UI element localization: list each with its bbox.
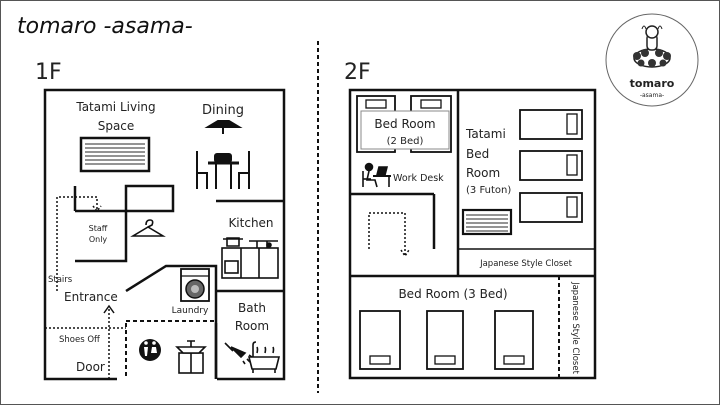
bath-room-label-1: Bath [238,301,266,315]
staff-closet-wall [124,184,175,213]
staff-room-wall [75,209,128,263]
bed-room-2-label-1: Bed Room [374,117,435,131]
floor1-plan: Tatami Living Space Dining Staff Only Ki… [43,88,286,381]
bed-icon-3 [359,310,534,370]
floor1-label: 1F [35,60,62,85]
tatami-bed-room-label-1: Tatami [465,127,506,141]
bath-room-label-2: Room [235,319,269,333]
tatami-bed-room-label-3: Room [466,166,500,180]
restroom-icon [139,339,161,361]
japanese-closet-horizontal-label: Japanese Style Closet [479,259,573,269]
futon-icon [519,109,583,223]
stairs-label: Stairs [48,275,73,285]
shoes-off-label: Shoes Off [59,335,101,345]
sink-icon [175,340,207,374]
bed-room-2-label-2: (2 Bed) [387,136,424,147]
stairs-arrow-2f [400,249,410,258]
shower-icon [224,342,253,365]
laundry-wall [125,264,218,379]
tv-icon [79,136,151,173]
stairs-path [56,196,98,291]
bed-room-2-label-box [360,110,450,150]
entry-arrow [103,304,115,314]
logo-subtext: -asama- [640,92,664,99]
floor2-plan: Bed Room (2 Bed) Work Desk Tatami Bed Ro… [348,88,597,380]
japanese-closet-vertical-label: Japanese Style Closet [570,281,580,375]
floor2-label: 2F [344,60,371,85]
dining-table-icon [196,120,250,189]
page-title: tomaro -asama- [17,14,193,39]
door-label: Door [76,360,105,374]
tatami-living-label-2: Space [98,119,135,133]
entrance-label: Entrance [64,290,118,304]
floor1-outer-wall [43,88,286,381]
work-desk-icon [362,162,391,188]
kitchen-stove-icon [221,237,279,279]
tatami-bed-room-label-2: Bed [466,147,489,161]
work-desk-label: Work Desk [393,173,444,184]
washing-machine-icon [180,268,210,302]
staff-only-label-1: Staff [89,224,108,233]
tatami-living-label-1: Tatami Living [75,100,155,114]
tatami-bed-room-label-4: (3 Futon) [466,185,511,196]
logo-text: tomaro [630,77,675,90]
staff-only-label-2: Only [89,235,108,244]
tv-icon-2f [461,208,513,236]
dining-label: Dining [202,103,244,118]
onsen-mascot-icon [633,25,671,68]
logo: tomaro -asama- [605,13,699,107]
bed-room-3-label: Bed Room (3 Bed) [398,287,507,301]
hanger-icon [130,219,166,237]
kitchen-label: Kitchen [228,216,273,230]
laundry-label: Laundry [172,306,209,316]
bathtub-icon [247,341,281,373]
stairs-path-2f [368,212,406,256]
floor2-outer-wall [348,88,597,380]
